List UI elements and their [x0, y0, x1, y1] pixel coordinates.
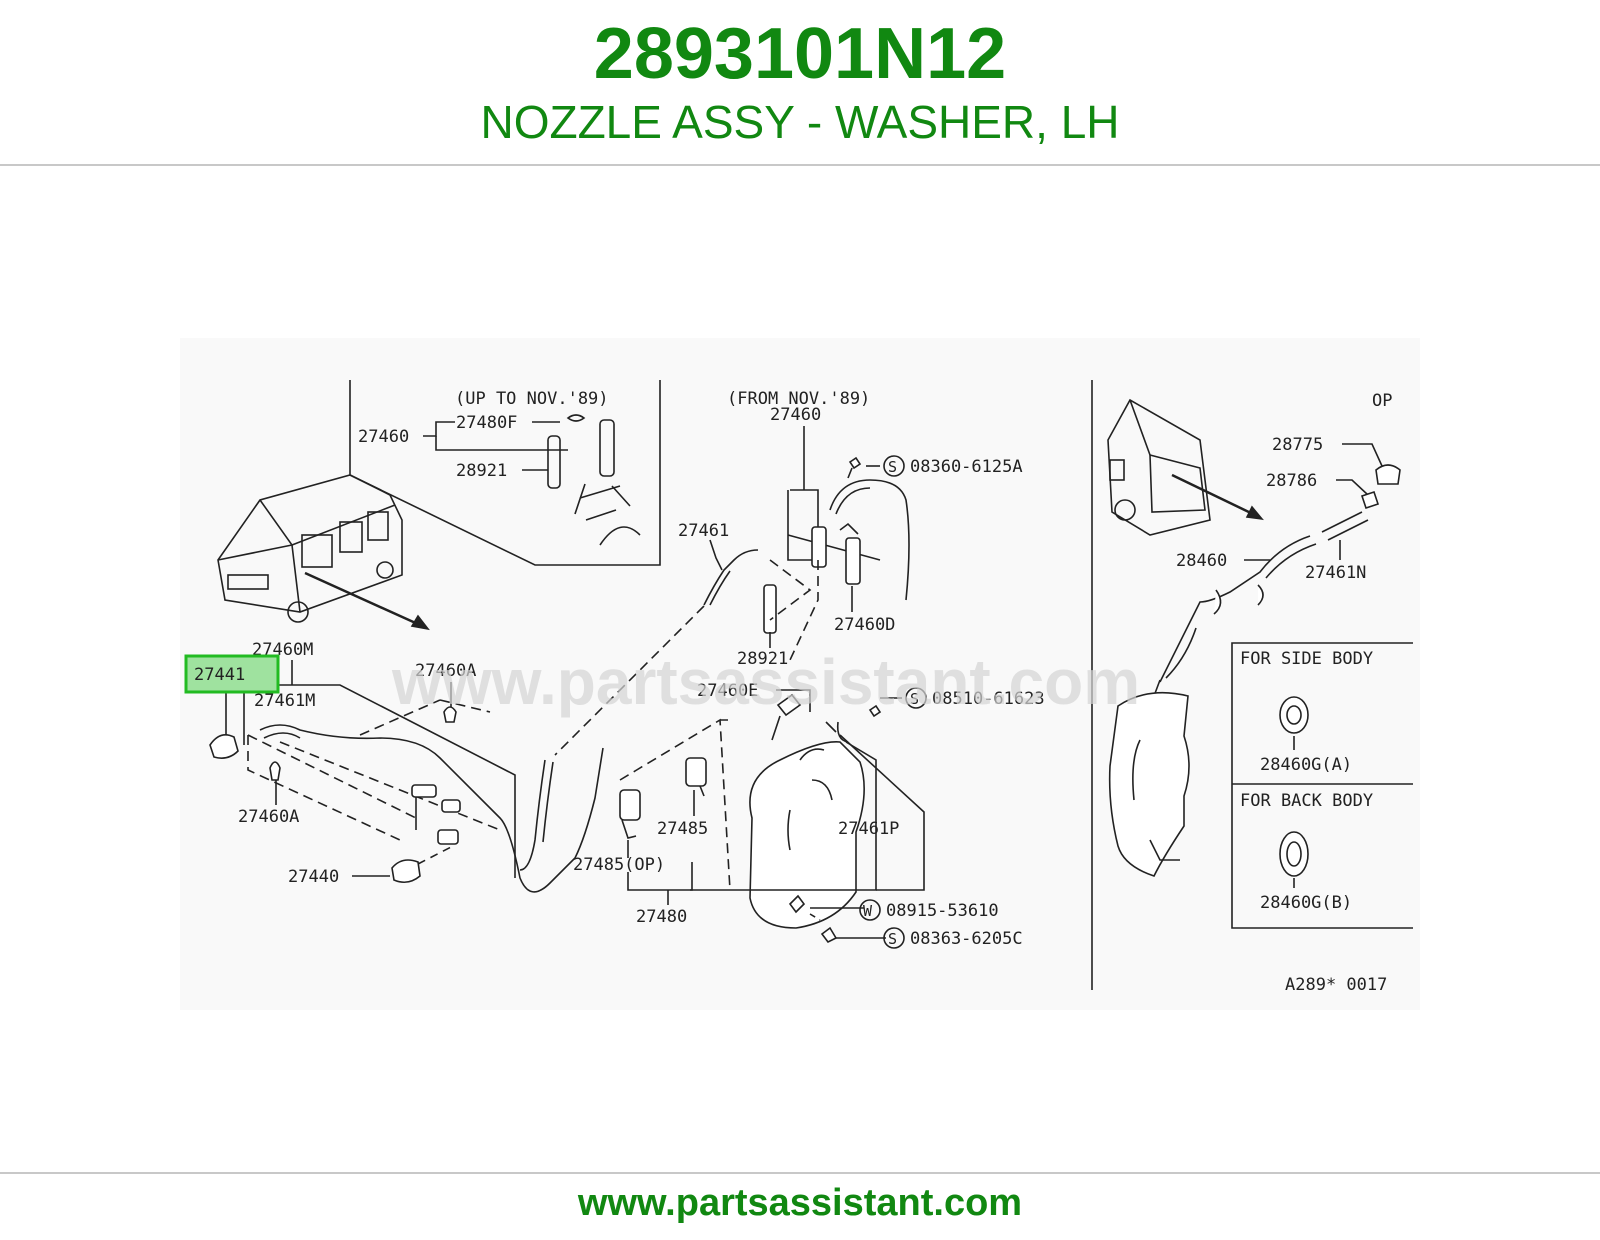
pump-27485-op: [619, 789, 641, 839]
label-27485-op: 27485(OP): [573, 855, 665, 875]
label-27460e: 27460E: [697, 681, 758, 701]
grommet-28460g-a: [1279, 696, 1309, 734]
label-27460-from: 27460: [770, 405, 821, 425]
van-rear-illustration: [1107, 398, 1211, 536]
svg-text:S: S: [910, 690, 919, 708]
part-number-title: 2893101N12: [593, 14, 1007, 94]
nozzle-27440: [391, 859, 421, 884]
note-up-to-nov-89: (UP TO NOV.'89): [455, 389, 609, 409]
label-28921-mid: 28921: [737, 649, 788, 669]
inset-frame-up-to-nov: [349, 380, 661, 566]
watermark-text: www.partsassistant.com: [391, 646, 1140, 718]
nozzle-27441: [209, 734, 239, 759]
label-28775: 28775: [1272, 435, 1323, 455]
svg-text:W: W: [863, 902, 873, 920]
connector-27460e: [776, 693, 802, 717]
hose-joints: [411, 784, 461, 845]
hose-28460: [1159, 535, 1317, 683]
label-28921-top: 28921: [456, 461, 507, 481]
label-27441: 27441: [194, 665, 245, 685]
option-table: [1231, 642, 1413, 929]
label-27440: 27440: [288, 867, 339, 887]
grommet-28460g-b: [1279, 831, 1309, 877]
label-27480: 27480: [636, 907, 687, 927]
washer-tank-rear: [1108, 691, 1190, 877]
nozzle-28775: [1375, 464, 1401, 485]
van-rear-arrow: [1171, 473, 1256, 517]
figure-code: A289* 0017: [1285, 975, 1387, 995]
label-08363-6205c: 08363-6205C: [910, 929, 1023, 949]
symbol-circle-s-2: [905, 687, 927, 709]
note-for-side-body: FOR SIDE BODY: [1240, 649, 1373, 669]
label-28460g-a: 28460G(A): [1260, 755, 1352, 775]
washer-tank: [749, 741, 865, 929]
label-27460-top: 27460: [358, 427, 409, 447]
symbol-circle-s-1: [883, 455, 905, 477]
label-27460a-top: 27460A: [415, 661, 476, 681]
label-27461m: 27461M: [254, 691, 315, 711]
label-27485: 27485: [657, 819, 708, 839]
header: 2893101N12 NOZZLE ASSY - WASHER, LH: [0, 0, 1600, 170]
label-27461: 27461: [678, 521, 729, 541]
washer-hose-front: [259, 724, 604, 893]
clip-27460a-top: [443, 706, 457, 723]
header-divider: [0, 164, 1600, 166]
grommet-28786: [1360, 490, 1380, 510]
note-for-back-body: FOR BACK BODY: [1240, 791, 1373, 811]
label-27461n: 27461N: [1305, 563, 1366, 583]
part-name-subtitle: NOZZLE ASSY - WASHER, LH: [480, 96, 1120, 148]
highlight-box-27441[interactable]: [184, 654, 280, 694]
bolt-08360: [847, 456, 880, 479]
footer-url[interactable]: www.partsassistant.com: [577, 1182, 1023, 1224]
clip-27460a-bottom: [269, 761, 281, 781]
label-28786: 28786: [1266, 471, 1317, 491]
footer-divider: [0, 1172, 1600, 1174]
svg-text:S: S: [888, 930, 897, 948]
label-27460a-bottom: 27460A: [238, 807, 299, 827]
label-28460: 28460: [1176, 551, 1227, 571]
label-08510-61623: 08510-61623: [932, 689, 1045, 709]
symbol-circle-w: [859, 899, 881, 921]
label-27461p: 27461P: [838, 819, 899, 839]
nozzle-parts-inset: [547, 414, 641, 546]
svg-text:S: S: [888, 458, 897, 476]
van-arrow: [304, 571, 421, 627]
label-27460d: 27460D: [834, 615, 895, 635]
label-28460g-b: 28460G(B): [1260, 893, 1352, 913]
note-op: OP: [1372, 391, 1392, 411]
pump-27485: [685, 757, 707, 797]
nozzle-parts-middle: [763, 522, 861, 634]
van-illustration: [217, 474, 403, 623]
hose-27461: [703, 549, 759, 606]
symbol-circle-s-3: [883, 927, 905, 949]
body-panel-dashed: [247, 699, 501, 831]
note-from-nov-89: (FROM NOV.'89): [727, 389, 870, 409]
hose-routing-dashed: [554, 559, 819, 756]
label-08360-6125a: 08360-6125A: [910, 457, 1023, 477]
label-27480f: 27480F: [456, 413, 517, 433]
label-08915-53610: 08915-53610: [886, 901, 999, 921]
